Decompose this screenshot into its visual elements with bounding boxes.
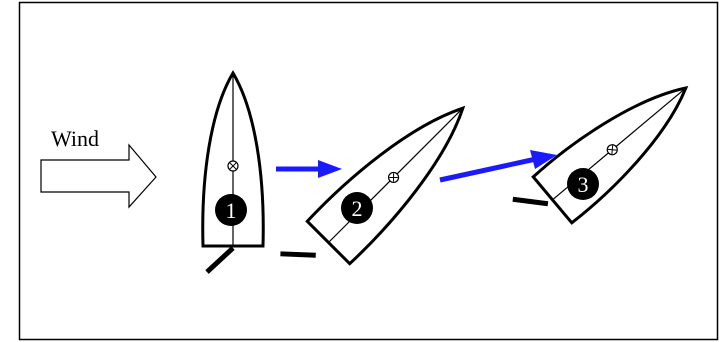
boat-3-number-badge — [567, 168, 599, 200]
boat-2 — [280, 105, 466, 266]
boat-1: 1 — [201, 70, 265, 274]
boat-3-number: 3 — [578, 172, 589, 197]
motion-arrow-1-2 — [276, 160, 342, 178]
wind-indicator: Wind — [40, 126, 157, 209]
boat-1-number: 1 — [226, 198, 237, 223]
motion-arrow-2-3 — [439, 150, 557, 183]
wind-arrow — [40, 143, 157, 209]
wind-label: Wind — [51, 126, 99, 151]
boat-2-number: 2 — [352, 196, 363, 221]
boat-2-tiller — [280, 251, 316, 258]
boat-2-number-badge — [341, 192, 373, 224]
boat-1-number-badge — [215, 194, 247, 226]
boat-1-tiller — [205, 246, 235, 274]
boat-3-tiller — [512, 196, 549, 207]
diagram-frame — [18, 1, 719, 341]
